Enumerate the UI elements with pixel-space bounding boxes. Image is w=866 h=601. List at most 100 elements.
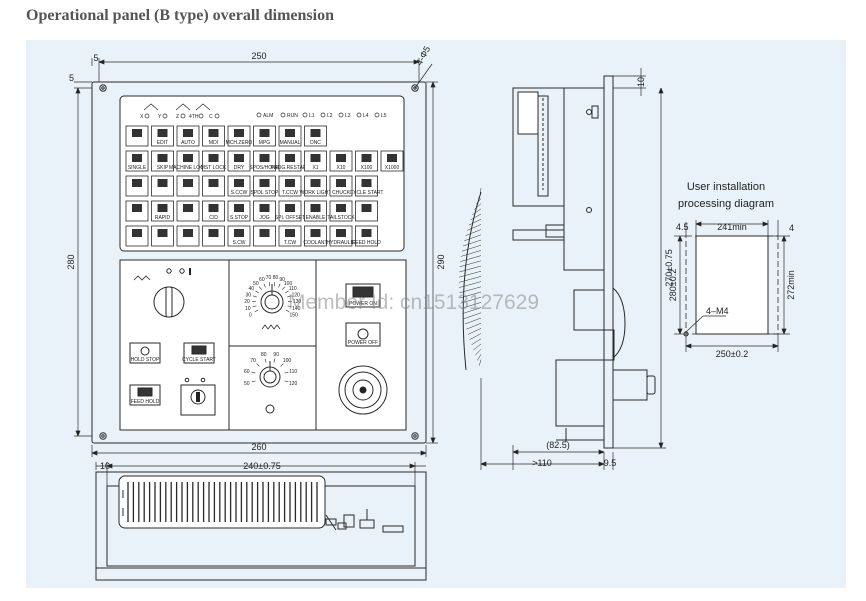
dial-scale-label: 70 bbox=[250, 358, 256, 364]
panel-key[interactable]: COOLANT bbox=[303, 225, 328, 247]
panel-key[interactable]: S.STOP bbox=[227, 200, 251, 222]
dim-install-holes: 4–M4 bbox=[706, 306, 729, 316]
status-l5: L5 bbox=[381, 113, 387, 119]
dial-tick bbox=[251, 380, 256, 383]
emergency-stop-button[interactable] bbox=[338, 365, 388, 415]
panel-key[interactable]: RAPID bbox=[151, 200, 174, 222]
cycle-start-button[interactable]: CYCLE START bbox=[182, 342, 216, 364]
panel-key-label: T.CCW bbox=[282, 190, 298, 196]
panel-key-label: X1 bbox=[312, 165, 318, 171]
watermark: Member Id: cn1513127629 bbox=[288, 291, 539, 314]
dial-tick bbox=[258, 286, 262, 290]
key-switch[interactable] bbox=[180, 377, 216, 416]
dial-tick bbox=[280, 363, 284, 367]
hatch-line bbox=[472, 208, 482, 216]
dim-install-width-min: 241min bbox=[717, 222, 747, 232]
panel-key[interactable]: ENABLE bbox=[304, 200, 327, 222]
panel-key[interactable] bbox=[355, 200, 378, 222]
panel-key[interactable]: SINGLE bbox=[125, 150, 149, 172]
panel-key[interactable] bbox=[125, 125, 149, 147]
panel-key[interactable]: WORK LIGHT bbox=[300, 175, 332, 197]
dial-scale-label: 60 bbox=[259, 277, 265, 283]
power-on-button[interactable]: POWER ON bbox=[345, 283, 381, 308]
panel-key[interactable]: MANUAL bbox=[278, 125, 302, 147]
panel-key-label: FEED HOLD bbox=[352, 240, 381, 246]
mode-selector bbox=[133, 268, 191, 318]
hatch-line bbox=[464, 234, 482, 242]
panel-key[interactable] bbox=[151, 225, 174, 247]
panel-key[interactable]: AUTO bbox=[176, 125, 200, 147]
hatch-line bbox=[467, 328, 482, 335]
dial-tick bbox=[282, 286, 286, 290]
panel-key[interactable]: S.CCW bbox=[227, 175, 251, 197]
panel-key[interactable]: SPDL STOP bbox=[251, 175, 279, 197]
page-title: Operational panel (B type) overall dimen… bbox=[26, 7, 334, 24]
panel-key[interactable] bbox=[202, 175, 225, 197]
panel-key-label: CYCLE START bbox=[350, 190, 384, 196]
panel-key[interactable]: DRY bbox=[227, 150, 251, 172]
status-alm: ALM bbox=[263, 113, 273, 119]
panel-key[interactable]: HYDRAULIC bbox=[327, 225, 356, 247]
panel-key[interactable]: T.CCW bbox=[278, 175, 302, 197]
panel-key[interactable]: T.CW bbox=[278, 225, 302, 247]
panel-key[interactable]: C/D bbox=[202, 200, 225, 222]
power-off-button[interactable]: POWER OFF bbox=[345, 322, 381, 347]
hatch-line bbox=[469, 333, 482, 340]
dial-scale-label: 40 bbox=[248, 286, 254, 292]
panel-key[interactable] bbox=[253, 225, 276, 247]
panel-key[interactable]: SPL OFFSET bbox=[275, 200, 305, 222]
dim-bottom-width-tol: 240±0.75 bbox=[243, 461, 280, 471]
panel-key[interactable]: MCH.ZERO bbox=[226, 125, 253, 147]
panel-key[interactable]: MACHINE LOCK bbox=[169, 150, 208, 172]
panel-key[interactable]: S.CW bbox=[227, 225, 251, 247]
panel-key[interactable] bbox=[176, 175, 200, 197]
installation-label-line2: processing diagram bbox=[678, 198, 774, 210]
feed-hold-button[interactable]: FEED HOLD bbox=[129, 384, 161, 406]
panel-key[interactable]: FEED HOLD bbox=[352, 225, 381, 247]
dim-depth-partial: (82.5) bbox=[546, 440, 570, 450]
side-view: 10 270±0.75 (82.5) >110 9.5 bbox=[458, 68, 674, 470]
panel-key[interactable]: MDI bbox=[202, 125, 225, 147]
panel-key[interactable] bbox=[151, 175, 174, 197]
panel-key[interactable]: MST LOCK bbox=[201, 150, 227, 172]
panel-key[interactable]: MPG bbox=[253, 125, 276, 147]
panel-key[interactable]: DNC bbox=[304, 125, 327, 147]
dial-scale-label: 100 bbox=[283, 358, 292, 364]
panel-key[interactable] bbox=[176, 225, 200, 247]
hold-stop-button[interactable]: HOLD STOP bbox=[129, 342, 161, 364]
status-l2: L2 bbox=[327, 113, 333, 119]
panel-key[interactable]: X1000 bbox=[380, 150, 404, 172]
panel-key[interactable] bbox=[125, 200, 149, 222]
panel-key[interactable] bbox=[176, 200, 200, 222]
panel-key[interactable] bbox=[125, 225, 149, 247]
dim-install-width: 250±0.2 bbox=[716, 349, 748, 359]
panel-key-label: SPOS/HOME bbox=[249, 165, 280, 171]
panel-key[interactable]: X1 bbox=[304, 150, 327, 172]
hatch-line bbox=[479, 187, 482, 195]
dial-tick bbox=[252, 305, 257, 308]
panel-key[interactable]: SKIP bbox=[151, 150, 174, 172]
dim-bottom-left: 10 bbox=[100, 461, 110, 471]
dial-tick bbox=[278, 283, 281, 288]
dim-height-left: 280 bbox=[66, 254, 76, 269]
panel-key[interactable] bbox=[202, 225, 225, 247]
panel-key[interactable]: PROG.RESTART bbox=[271, 150, 310, 172]
drawing-area: X Y Z 4TH C ALM RUN L1 L2 L3 L4 bbox=[26, 40, 846, 588]
hatch-line bbox=[459, 286, 482, 294]
panel-key[interactable]: CHUCK bbox=[329, 175, 353, 197]
status-run: RUN bbox=[287, 113, 298, 119]
dial-tick bbox=[264, 358, 267, 363]
panel-key[interactable]: X100 bbox=[355, 150, 378, 172]
panel-key[interactable]: CYCLE START bbox=[350, 175, 384, 197]
bottom-dimensions bbox=[95, 462, 426, 486]
panel-key[interactable]: JOG bbox=[253, 200, 276, 222]
panel-key-label: X1000 bbox=[385, 165, 400, 171]
panel-key[interactable]: X10 bbox=[329, 150, 353, 172]
panel-key[interactable] bbox=[125, 175, 149, 197]
dim-thickness: 9.5 bbox=[604, 458, 617, 468]
hatch-line bbox=[470, 213, 482, 221]
panel-key[interactable]: SPOS/HOME bbox=[249, 150, 280, 172]
panel-key[interactable]: TAILSTOCK bbox=[327, 200, 355, 222]
panel-key[interactable]: EDIT bbox=[151, 125, 174, 147]
